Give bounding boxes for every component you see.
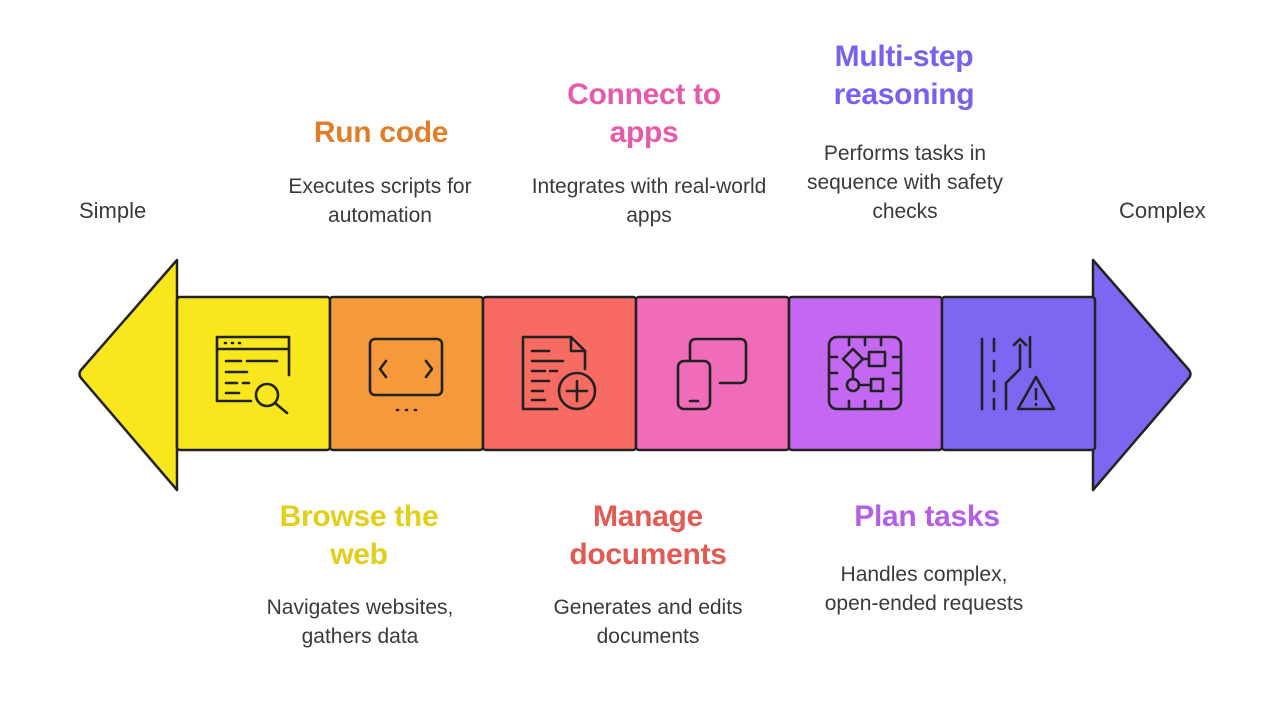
step-title-multi-step-reasoning: Multi-step reasoning	[833, 40, 975, 111]
code-window-icon	[368, 337, 444, 412]
segment-2	[328, 295, 485, 452]
left-arrowhead	[78, 258, 179, 492]
step-desc-browse-the-web: Navigates websites, gathers data	[266, 596, 454, 648]
step-desc-run-code: Executes scripts for automation	[288, 175, 472, 227]
segment-4	[634, 295, 791, 452]
task-plan-chip-icon	[827, 335, 903, 411]
segment-3	[481, 295, 638, 452]
path-warning-icon	[980, 335, 1056, 411]
document-add-icon	[521, 335, 597, 411]
scale-left-label: Simple	[79, 198, 147, 223]
step-desc-connect-to-apps: Integrates with real-world apps	[531, 175, 767, 227]
scale-right-label: Complex	[1119, 198, 1206, 223]
step-title-browse-the-web: Browse the web	[279, 500, 439, 571]
right-arrowhead	[1091, 258, 1192, 492]
step-desc-manage-documents: Generates and edits documents	[553, 596, 743, 648]
step-desc-multi-step-reasoning: Performs tasks in sequence with safety c…	[806, 142, 1004, 223]
step-title-run-code: Run code	[313, 116, 449, 149]
step-title-plan-tasks: Plan tasks	[854, 500, 1000, 533]
segment-5	[787, 295, 944, 452]
step-title-connect-to-apps: Connect to apps	[567, 78, 721, 149]
step-desc-plan-tasks: Handles complex, open-ended requests	[824, 563, 1024, 615]
devices-icon	[676, 337, 748, 411]
browser-search-icon	[215, 335, 291, 415]
segment-6	[940, 295, 1097, 452]
step-title-manage-documents: Manage documents	[569, 500, 727, 571]
segment-1	[175, 295, 332, 452]
